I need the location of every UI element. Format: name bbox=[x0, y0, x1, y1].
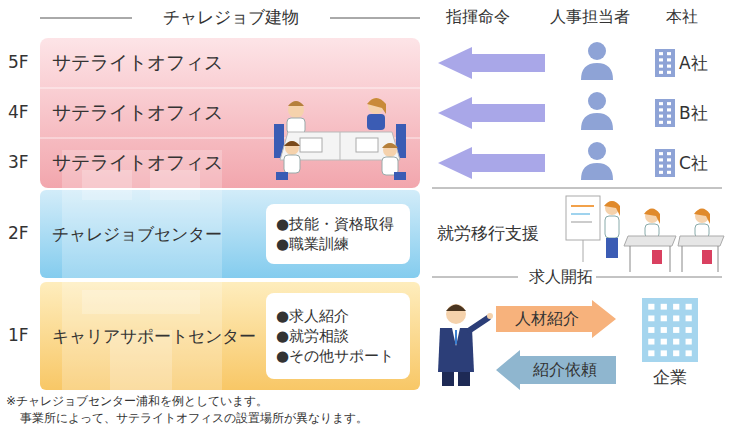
column-header: 本社 bbox=[666, 7, 698, 28]
node-text: C社 bbox=[679, 152, 708, 175]
company-node: A社 bbox=[655, 47, 725, 79]
service-item: ●職業訓練 bbox=[276, 234, 400, 254]
building-icon bbox=[642, 298, 698, 362]
service-item: ●就労相談 bbox=[276, 326, 400, 346]
floor-number: 4F bbox=[8, 102, 29, 122]
footnote: ※チャレジョブセンター浦和を例としています。 bbox=[6, 393, 268, 410]
node-text: 紹介依頼 bbox=[533, 360, 597, 381]
node-text: サテライトオフィス bbox=[52, 150, 223, 176]
node-text: サテライトオフィス bbox=[52, 50, 223, 76]
node-text: A社 bbox=[679, 52, 708, 75]
floor-band: サテライトオフィス bbox=[40, 88, 420, 138]
floor-band: チャレジョブセンター ●技能・資格取得●職業訓練 bbox=[40, 190, 420, 278]
building-icon bbox=[655, 49, 675, 77]
floor-bands bbox=[40, 38, 420, 390]
building-icon bbox=[655, 99, 675, 127]
service-item: ●その他サポート bbox=[276, 346, 400, 366]
floor-band: キャリアサポートセンター ●求人紹介●就労相談●その他サポート bbox=[40, 282, 420, 390]
floor-number: 2F bbox=[8, 223, 29, 243]
section-label: 就労移行支援 bbox=[437, 222, 539, 245]
advisor-illustration bbox=[438, 304, 493, 386]
service-box: ●求人紹介●就労相談●その他サポート bbox=[266, 293, 410, 379]
building-silhouette bbox=[62, 150, 222, 390]
service-box: ●技能・資格取得●職業訓練 bbox=[266, 204, 410, 264]
column-header: 人事担当者 bbox=[550, 7, 630, 28]
meeting-illustration bbox=[274, 98, 406, 180]
node-text: チャレジョブセンター bbox=[52, 223, 222, 246]
diagram-title: チャレジョブ建物 bbox=[136, 6, 326, 29]
service-item: ●技能・資格取得 bbox=[276, 214, 400, 234]
floor-number: 3F bbox=[8, 152, 29, 172]
company-node: C社 bbox=[655, 147, 725, 179]
request-arrow: 紹介依頼 bbox=[496, 350, 616, 390]
floor-number: 1F bbox=[8, 325, 29, 345]
node-text: キャリアサポートセンター bbox=[52, 325, 256, 348]
command-arrows bbox=[438, 47, 545, 179]
referral-arrow: 人材紹介 bbox=[496, 300, 616, 338]
floor-band: サテライトオフィス bbox=[40, 138, 420, 188]
node-text: 人材紹介 bbox=[515, 309, 579, 330]
node-text: サテライトオフィス bbox=[52, 100, 223, 126]
service-item: ●求人紹介 bbox=[276, 306, 400, 326]
section-header: 求人開拓 bbox=[526, 267, 596, 288]
building-icon bbox=[655, 149, 675, 177]
floor-band: サテライトオフィス bbox=[40, 38, 420, 88]
footnote: 事業所によって、サテライトオフィスの設置場所が異なります。 bbox=[20, 410, 368, 427]
company-building: 企業 bbox=[632, 298, 708, 396]
node-text: B社 bbox=[679, 102, 708, 125]
company-node: B社 bbox=[655, 97, 725, 129]
node-text: 企業 bbox=[653, 366, 687, 389]
hr-person-icons bbox=[581, 42, 613, 180]
column-header: 指揮命令 bbox=[446, 7, 510, 28]
floor-number: 5F bbox=[8, 52, 29, 72]
section-dividers bbox=[432, 188, 722, 277]
training-illustration bbox=[566, 196, 724, 272]
